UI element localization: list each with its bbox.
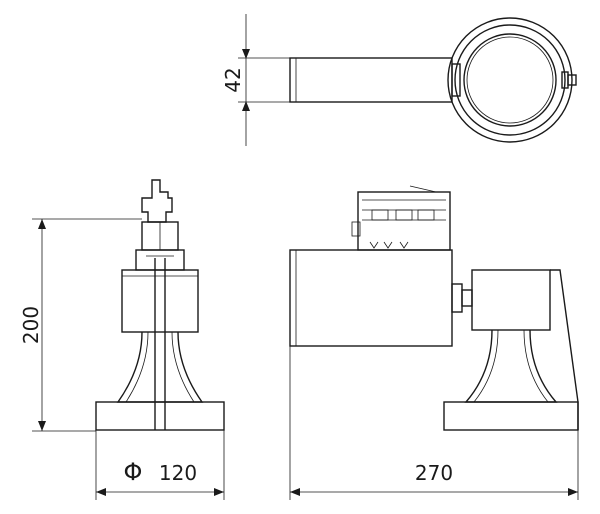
- side-view-head: [471, 269, 551, 331]
- side-view-adaptor: [357, 191, 451, 251]
- front-view: 200 Φ 120: [19, 179, 225, 500]
- side-view-reflector: [464, 329, 558, 403]
- front-view-base: [95, 401, 225, 431]
- top-view-head-inner: [463, 33, 557, 127]
- side-view-body: [289, 249, 453, 347]
- dim-height-top-label: 42: [221, 67, 245, 92]
- top-view-head-outer: [447, 17, 573, 143]
- dim-diameter-symbol: Φ: [124, 458, 143, 486]
- side-view: 270: [289, 185, 579, 500]
- dim-height-front-label: 200: [19, 306, 43, 344]
- top-view-arm: [289, 57, 453, 103]
- top-view: 42: [221, 14, 577, 146]
- dim-diameter-label: 120: [159, 461, 197, 485]
- front-view-reflector: [116, 331, 204, 403]
- front-view-housing: [121, 269, 199, 333]
- side-view-base: [443, 401, 579, 431]
- dim-length-side-label: 270: [415, 461, 453, 485]
